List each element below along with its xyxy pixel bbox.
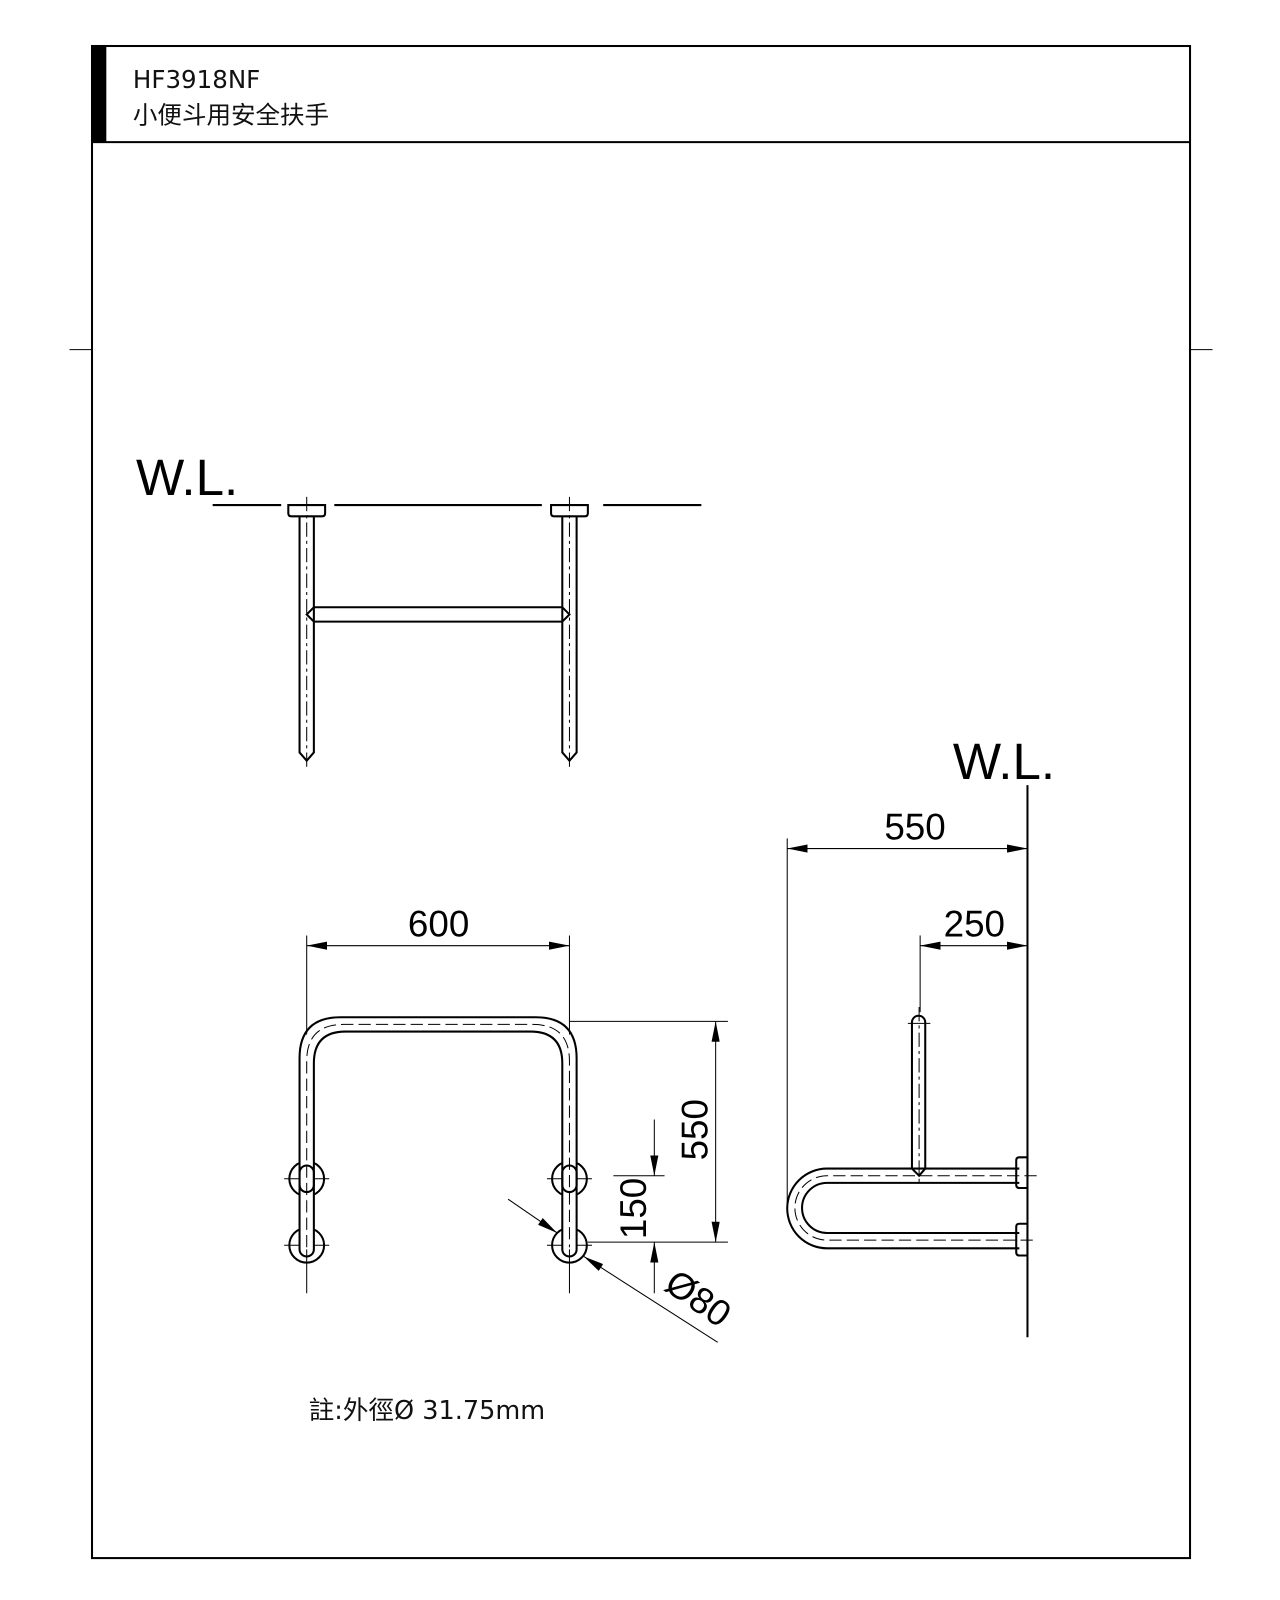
flange	[287, 504, 589, 518]
dimension-upright-offset: 250	[919, 903, 1028, 1013]
dimension-rosette-diameter-label: Ø80	[658, 1262, 738, 1335]
dimension-height-label: 550	[674, 1099, 715, 1160]
dimension-mount-spacing-label: 150	[613, 1178, 654, 1239]
crossbar	[305, 606, 571, 623]
dimension-depth-label: 550	[884, 806, 945, 847]
sheet-frame	[69, 44, 1213, 1560]
flange	[1015, 1156, 1029, 1190]
water-level-label: W.L.	[136, 449, 238, 506]
title-block: HF3918NF 小便斗用安全扶手	[133, 65, 329, 130]
dimension-mount-spacing: 150	[613, 1119, 665, 1294]
dimension-upright-offset-label: 250	[944, 903, 1005, 944]
dimension-depth: 550	[786, 806, 1028, 1212]
u-shaped-grab-bar	[298, 1016, 578, 1258]
dimension-width: 600	[306, 903, 570, 950]
grab-bar-legs	[298, 496, 578, 767]
flange	[1015, 1222, 1029, 1257]
outer-diameter-note: 註:外徑Ø 31.75mm	[309, 1396, 545, 1426]
water-level-label: W.L.	[953, 733, 1055, 790]
side-grab-bar	[786, 1007, 1037, 1257]
top-view: W.L.	[136, 449, 702, 767]
model-number: HF3918NF	[133, 65, 260, 94]
front-view: 600 550 150 Ø80	[284, 903, 739, 1343]
centerlines	[284, 935, 592, 1294]
wall-rosettes	[288, 1160, 588, 1264]
side-view: W.L. 550 250	[786, 733, 1055, 1338]
dimension-width-label: 600	[408, 903, 469, 944]
product-name: 小便斗用安全扶手	[133, 101, 329, 130]
